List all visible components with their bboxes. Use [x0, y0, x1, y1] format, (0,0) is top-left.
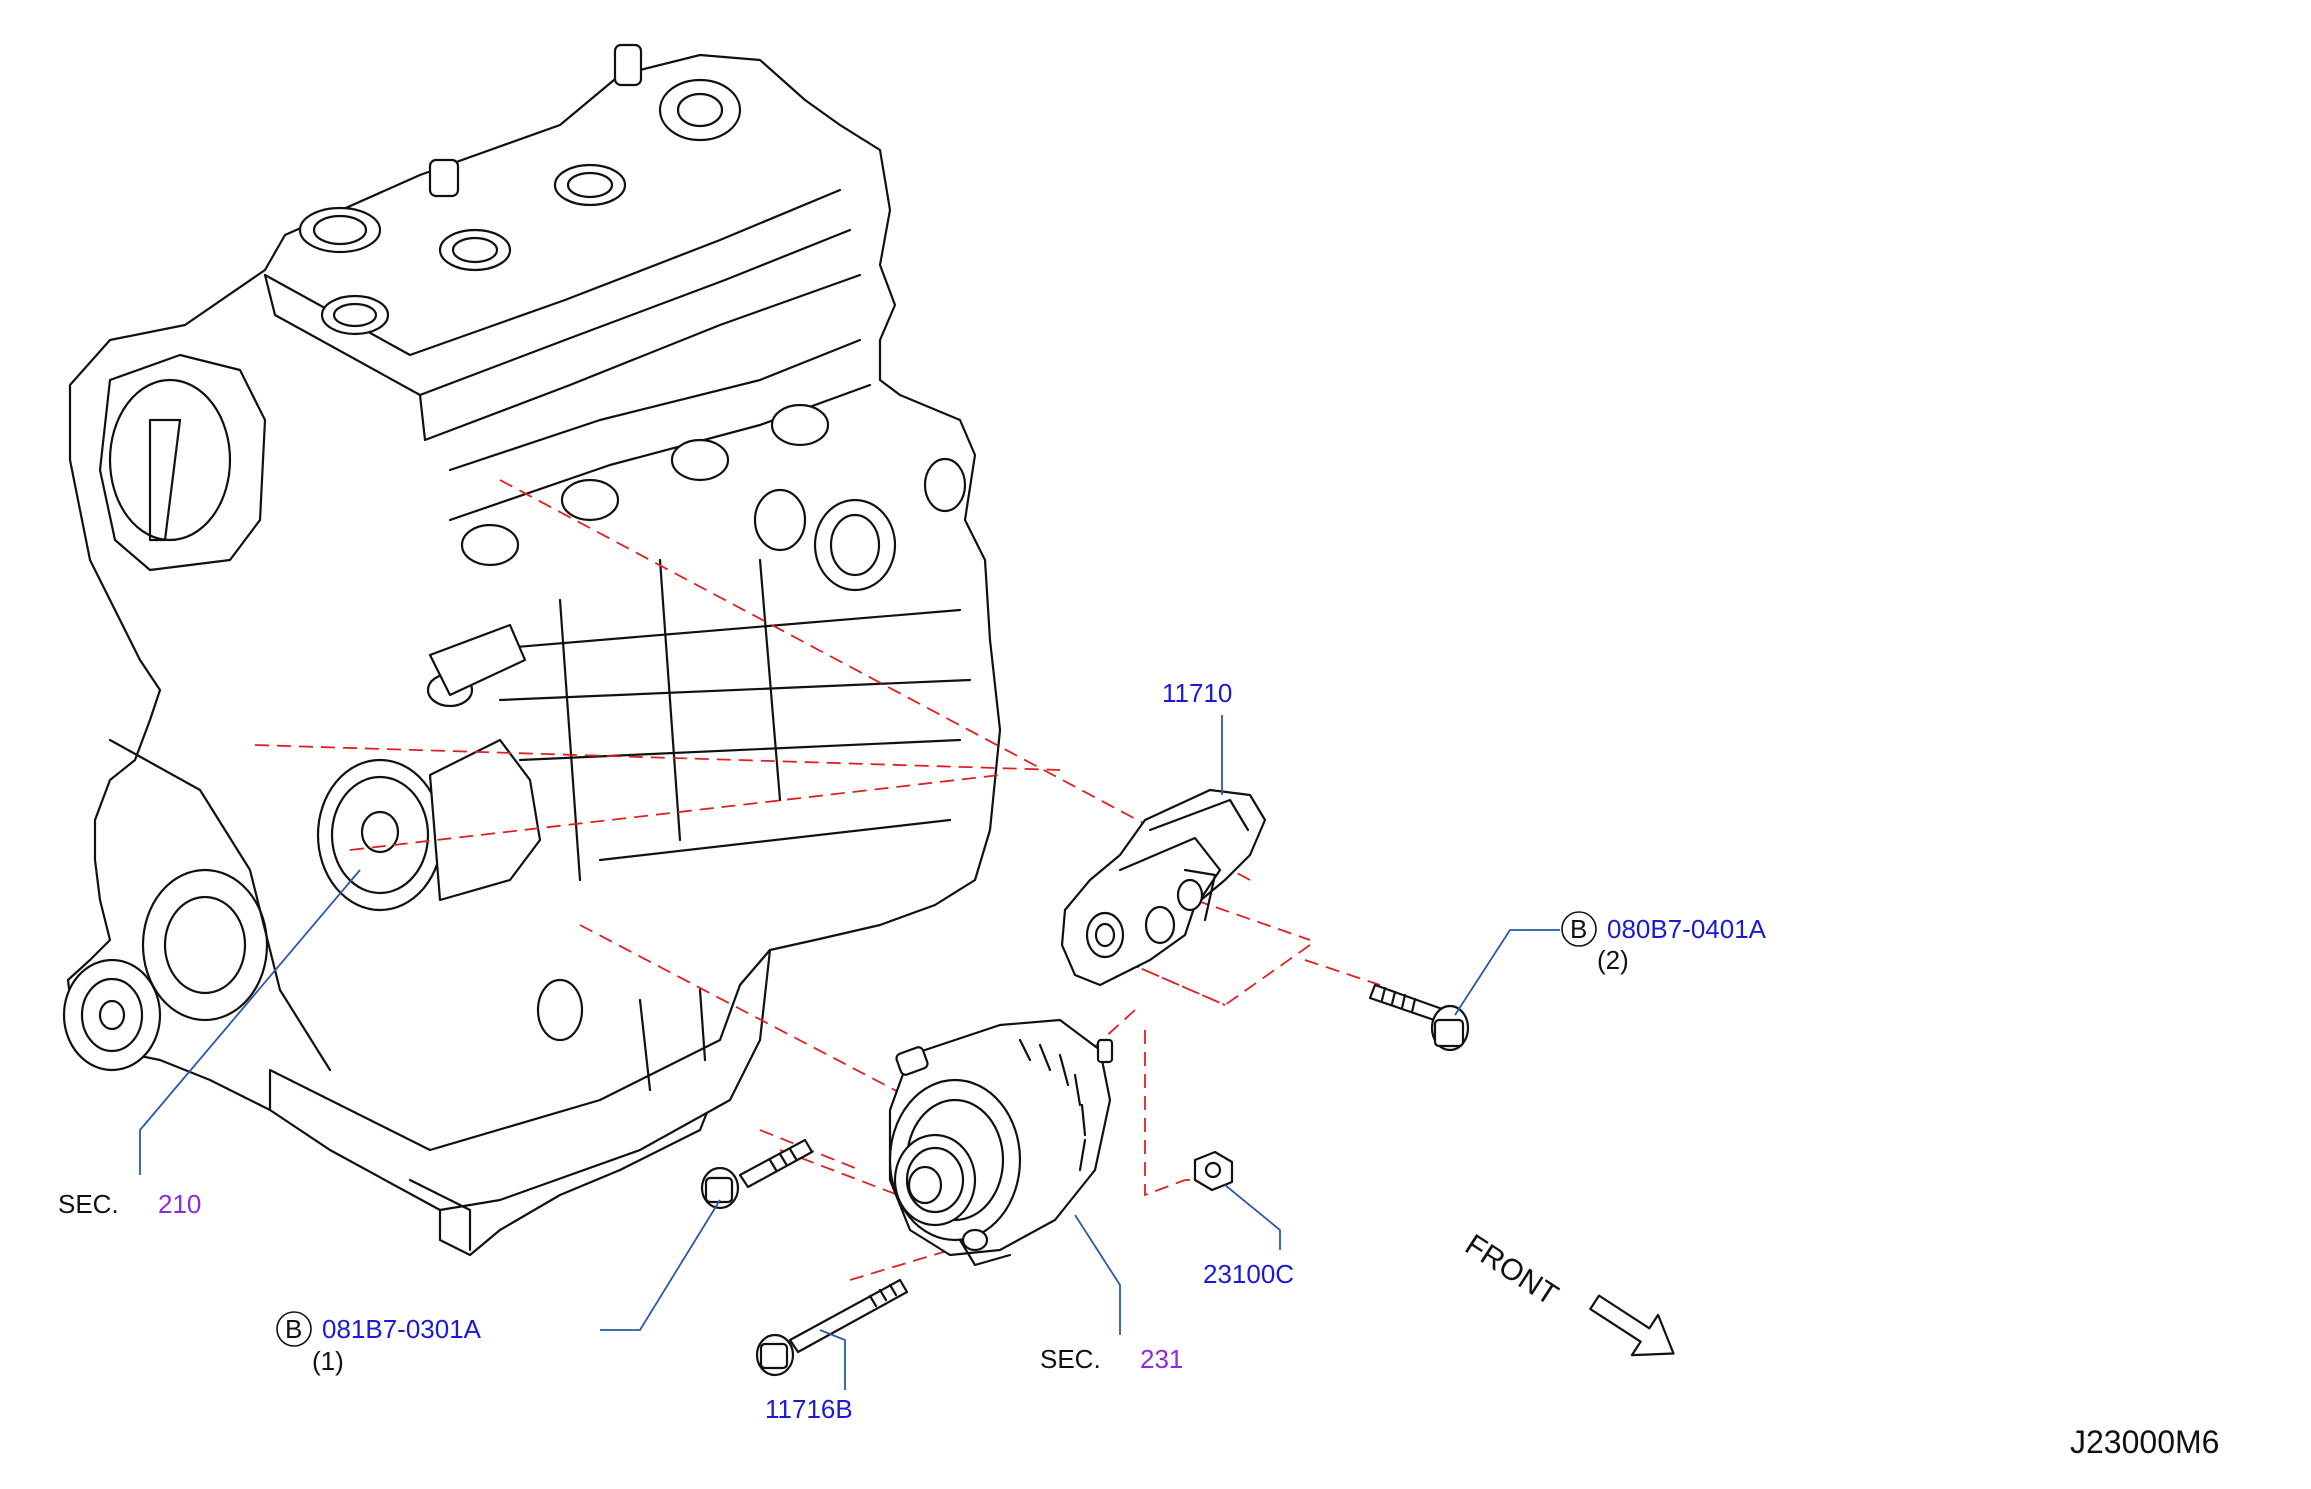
alternator-bolt-short: [700, 1138, 814, 1210]
callout-bolt-lower: B 081B7-0301A (1): [276, 1311, 482, 1376]
sec-number-pump: 210: [158, 1189, 201, 1219]
bracket-bolt-upper: [1368, 983, 1470, 1052]
bolt-lower-qty: (1): [312, 1346, 344, 1376]
diagram-id: J23000M6: [2070, 1424, 2219, 1460]
front-arrow-icon: [1589, 1294, 1675, 1357]
alternator-nut: [1193, 1150, 1234, 1192]
circle-letter-lower: B: [285, 1314, 302, 1344]
callout-sec-alternator: SEC. 231: [1040, 1344, 1183, 1374]
alternator: [888, 1018, 1114, 1267]
bolt-upper-code: 080B7-0401A: [1607, 914, 1767, 944]
front-label: FRONT: [1459, 1228, 1564, 1312]
alternator-bolt-long: [755, 1278, 909, 1377]
alternator-bracket: [1060, 788, 1267, 987]
callout-bracket: 11710: [1162, 678, 1232, 708]
bolt-upper-qty: (2): [1597, 945, 1629, 975]
callout-sec-pump: SEC. 210: [58, 1189, 201, 1219]
engine-block: [62, 43, 1002, 1257]
callout-bolt-upper: B 080B7-0401A (2): [1561, 911, 1767, 975]
circle-letter-upper: B: [1570, 914, 1587, 944]
sec-number-alternator: 231: [1140, 1344, 1183, 1374]
callout-nut: 23100C: [1203, 1259, 1294, 1289]
sec-prefix-alternator: SEC.: [1040, 1344, 1101, 1374]
front-indicator: FRONT: [1459, 1228, 1675, 1357]
bolt-lower-code: 081B7-0301A: [322, 1314, 482, 1344]
sec-prefix-pump: SEC.: [58, 1189, 119, 1219]
leader-lines: [139, 715, 1560, 1390]
callout-long-bolt: 11716B: [765, 1394, 853, 1424]
